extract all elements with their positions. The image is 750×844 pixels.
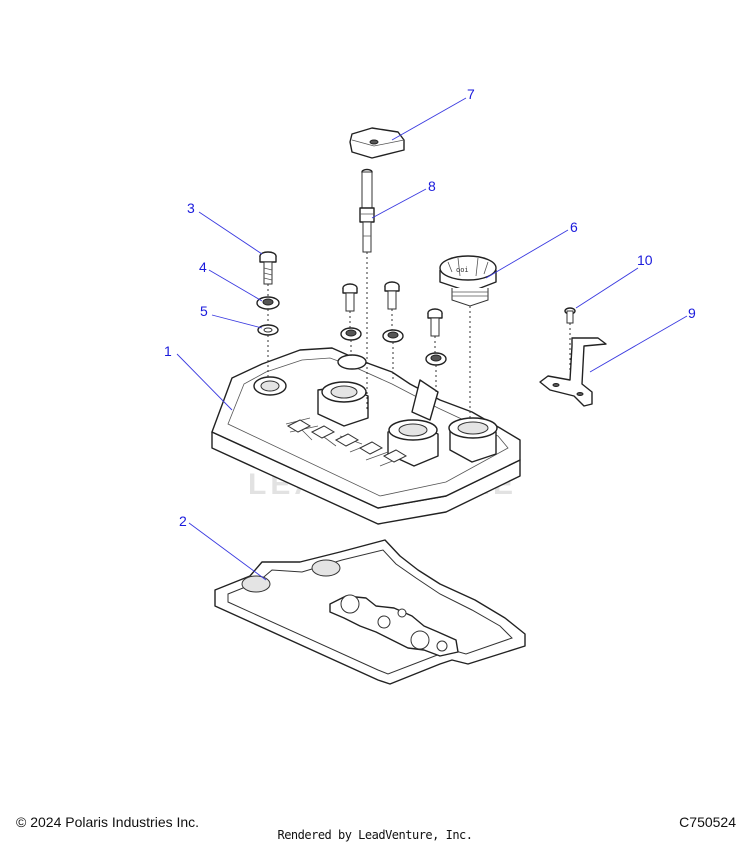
bolt-a[interactable] bbox=[340, 283, 362, 356]
leader-lines bbox=[176, 97, 688, 581]
callout-9[interactable]: 9 bbox=[688, 305, 696, 321]
callout-8[interactable]: 8 bbox=[428, 178, 436, 194]
callout-3[interactable]: 3 bbox=[187, 200, 195, 216]
valve-cover-gasket[interactable] bbox=[214, 539, 526, 685]
callout-4[interactable]: 4 bbox=[199, 259, 207, 275]
callout-7[interactable]: 7 bbox=[467, 86, 475, 102]
washer-5[interactable] bbox=[257, 324, 279, 336]
bolt-3[interactable] bbox=[259, 251, 277, 285]
callout-6[interactable]: 6 bbox=[570, 219, 578, 235]
bolt-c[interactable] bbox=[425, 308, 447, 392]
bracket-9[interactable] bbox=[539, 337, 607, 407]
oil-filler-cap-6[interactable]: ooi bbox=[439, 255, 497, 307]
breather-tube-8[interactable] bbox=[359, 168, 375, 253]
callout-1[interactable]: 1 bbox=[164, 343, 172, 359]
copyright-notice: © 2024 Polaris Industries Inc. bbox=[16, 814, 200, 830]
valve-cover[interactable] bbox=[211, 347, 521, 525]
grommet-4[interactable] bbox=[256, 296, 280, 310]
svg-text:ooi: ooi bbox=[456, 266, 469, 274]
screw-10[interactable] bbox=[564, 307, 576, 324]
callout-10[interactable]: 10 bbox=[637, 252, 653, 268]
diagram-code: C750524 bbox=[679, 814, 736, 830]
bolt-b[interactable] bbox=[382, 281, 404, 380]
rendered-by-credit: Rendered by LeadVenture, Inc. bbox=[277, 828, 473, 842]
callout-5[interactable]: 5 bbox=[200, 303, 208, 319]
callout-2[interactable]: 2 bbox=[179, 513, 187, 529]
callout-numbers: 1 2 3 4 5 6 7 8 9 10 bbox=[164, 86, 696, 529]
breather-cap-7[interactable] bbox=[349, 127, 405, 159]
